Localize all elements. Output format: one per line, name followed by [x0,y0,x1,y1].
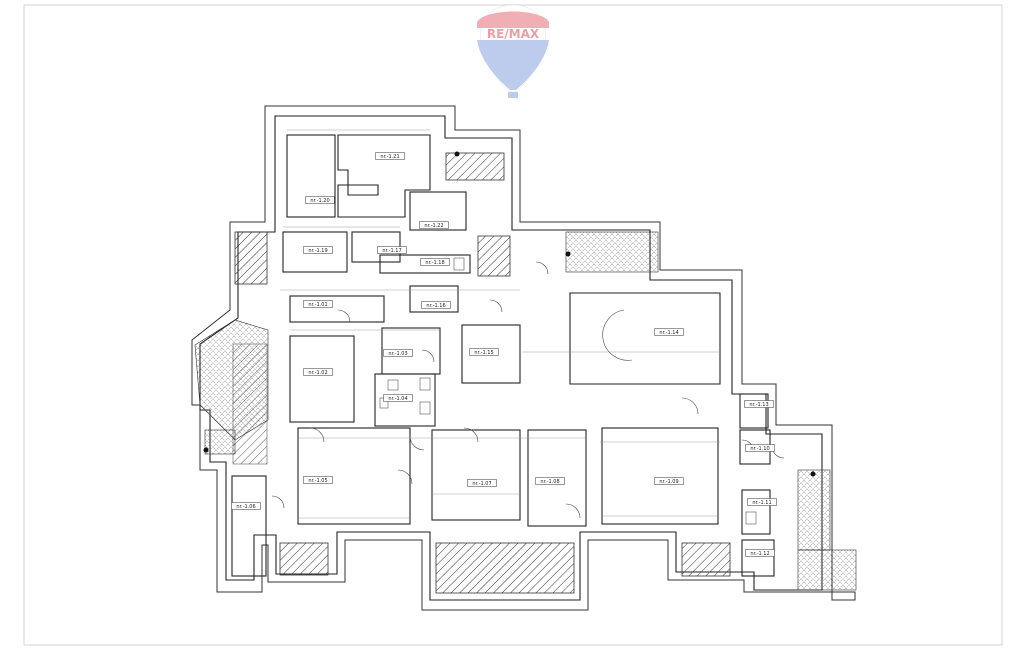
room-label-text: nr.-1.01 [308,302,327,308]
room-label-box [654,328,684,336]
marker-dot-northeast [565,251,571,257]
staircase-east-lower [797,549,857,591]
room-label-box [303,300,333,308]
room-label-text: nr.-1.13 [749,402,768,408]
marker-dot-east [810,471,816,477]
room-label-text: nr.-1.10 [750,446,769,452]
room-label-text: nr.-1.14 [659,330,678,336]
room-label-box [419,221,449,229]
hatched-shaft-north [445,152,505,181]
toilet-fixtures [379,257,757,525]
room-label-r04: nr.-1.04 [383,394,413,402]
room-label-r22: nr.-1.22 [419,221,449,229]
sheet-border [23,4,1003,646]
room-label-text: nr.-1.21 [380,154,399,160]
room-label-r03: nr.-1.03 [383,349,413,357]
room-label-box [305,196,335,204]
staircase-west-spiral [194,319,269,441]
room-label-r08: nr.-1.08 [535,477,565,485]
room-label-text: nr.-1.09 [659,479,678,485]
room-label-box [375,152,405,160]
room-label-r13: nr.-1.13 [744,400,774,408]
room-label-text: nr.-1.02 [308,370,327,376]
room-label-r20: nr.-1.20 [305,196,335,204]
marker-dot-north [454,151,460,157]
room-label-box [467,479,497,487]
room-label-box [303,368,333,376]
staircase-west-landing [204,429,236,455]
building-outer-outline [191,105,856,611]
room-label-box [654,477,684,485]
room-label-r14: nr.-1.14 [654,328,684,336]
remax-logo-text: RE/MAX [487,27,540,41]
room-label-box [303,476,333,484]
hatched-pit-3 [681,542,731,577]
room-label-box [745,549,775,557]
room-label-box [420,258,450,266]
room-label-box [747,498,777,506]
room-label-r17: nr.-1.17 [377,246,407,254]
room-label-text: nr.-1.16 [426,303,445,309]
hatched-shaft-west [234,231,268,285]
room-label-r02: nr.-1.02 [303,368,333,376]
room-label-r07: nr.-1.07 [467,479,497,487]
room-label-text: nr.-1.08 [540,479,559,485]
room-label-box [421,301,451,309]
room-walls [231,134,775,577]
room-label-r15: nr.-1.15 [469,348,499,356]
room-label-r19: nr.-1.19 [303,246,333,254]
room-label-r05: nr.-1.05 [303,476,333,484]
room-label-text: nr.-1.07 [472,481,491,487]
room-label-text: nr.-1.18 [425,260,444,266]
room-label-box [383,349,413,357]
hatched-pit-2 [435,542,575,594]
building-inner-walls [199,115,823,601]
room-label-r12: nr.-1.12 [745,549,775,557]
room-label-box [303,246,333,254]
room-label-text: nr.-1.12 [750,551,769,557]
room-label-text: nr.-1.06 [236,504,255,510]
room-label-text: nr.-1.03 [388,351,407,357]
room-label-r16: nr.-1.16 [421,301,451,309]
marker-dot-west [203,447,209,453]
room-label-r06: nr.-1.06 [231,502,261,510]
room-label-box [535,477,565,485]
room-label-r11: nr.-1.11 [747,498,777,506]
room-label-text: nr.-1.17 [382,248,401,254]
room-label-r10: nr.-1.10 [745,444,775,452]
hatched-pit-1 [279,542,329,576]
room-label-text: nr.-1.19 [308,248,327,254]
room-label-r21: nr.-1.21 [375,152,405,160]
staircase-north-east [565,231,659,273]
room-label-box [469,348,499,356]
room-labels: nr.-1.20 nr.-1.21 nr.-1.22 nr.-1.19 nr.-1.17… [231,152,777,557]
room-label-r18: nr.-1.18 [420,258,450,266]
staircase-east [797,469,831,551]
room-label-r09: nr.-1.09 [654,477,684,485]
room-label-text: nr.-1.05 [308,478,327,484]
room-label-box [231,502,261,510]
room-label-text: nr.-1.22 [424,223,443,229]
room-label-text: nr.-1.11 [752,500,771,506]
room-label-text: nr.-1.20 [310,198,329,204]
room-label-box [383,394,413,402]
room-label-r01: nr.-1.01 [303,300,333,308]
room-label-box [377,246,407,254]
room-label-text: nr.-1.04 [388,396,407,402]
dimension-lines [280,129,720,519]
hatched-shaft-center [477,235,511,277]
room-label-box [745,444,775,452]
remax-balloon-logo [477,3,549,98]
room-label-box [744,400,774,408]
room-label-text: nr.-1.15 [474,350,493,356]
